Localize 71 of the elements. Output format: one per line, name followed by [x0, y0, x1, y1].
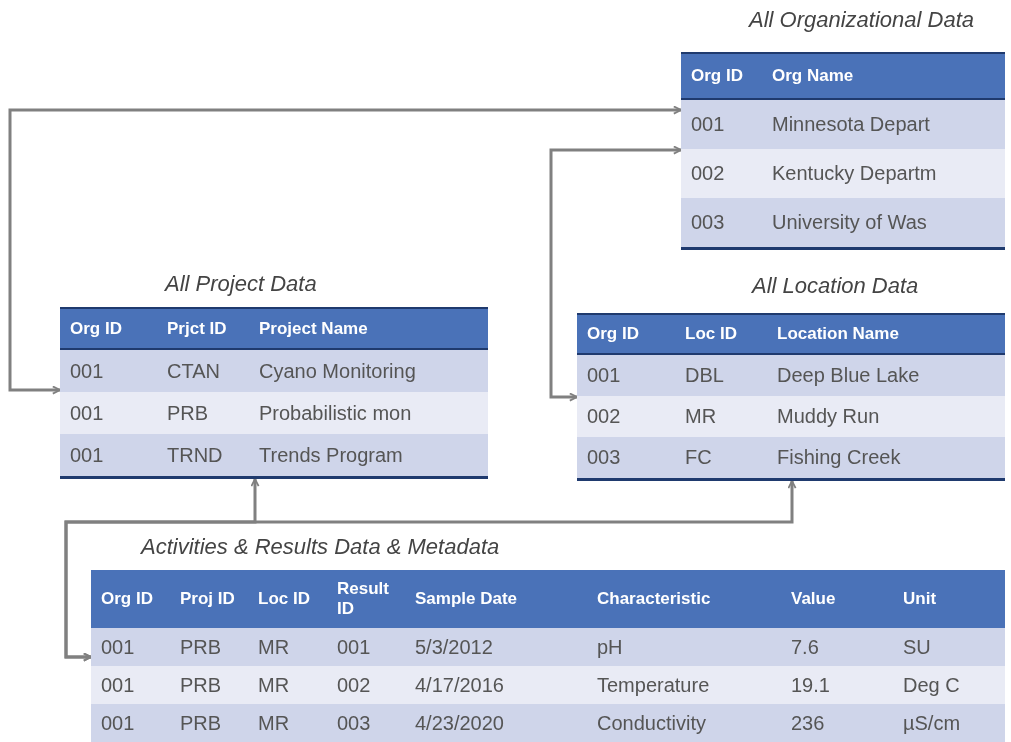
table-cell: FC	[675, 437, 767, 478]
table-cell: Trends Program	[249, 434, 488, 476]
table-cell: CTAN	[157, 350, 249, 392]
table-cell: 001	[577, 355, 675, 396]
table-cell: 7.6	[781, 628, 893, 666]
table-cell: MR	[248, 704, 327, 742]
column-header: Sample Date	[405, 570, 587, 628]
table-cell: PRB	[157, 392, 249, 434]
table-cell: 001	[91, 704, 170, 742]
column-header: Project Name	[249, 307, 488, 350]
table-cell: 5/3/2012	[405, 628, 587, 666]
table-title: All Organizational Data	[749, 7, 974, 33]
table-cell: PRB	[170, 704, 248, 742]
table-cell: 002	[681, 149, 762, 198]
column-header: Org ID	[681, 52, 762, 100]
table-cell: Kentucky Departm	[762, 149, 1005, 198]
table-cell: DBL	[675, 355, 767, 396]
table-cell: Muddy Run	[767, 396, 1005, 437]
table-cell: Temperature	[587, 666, 781, 704]
table-cell: 002	[577, 396, 675, 437]
table-cell: 4/23/2020	[405, 704, 587, 742]
table-cell: 19.1	[781, 666, 893, 704]
table-cell: University of Was	[762, 198, 1005, 247]
connector-arrow	[64, 480, 797, 662]
table-cell: µS/cm	[893, 704, 1005, 742]
table-cell: Probabilistic mon	[249, 392, 488, 434]
column-header: Proj ID	[170, 570, 248, 628]
column-header: Org Name	[762, 52, 1005, 100]
table-title: Activities & Results Data & Metadata	[141, 534, 500, 560]
table-cell: PRB	[170, 628, 248, 666]
table-cell: 001	[60, 392, 157, 434]
table-cell: 001	[91, 628, 170, 666]
column-header: Value	[781, 570, 893, 628]
table-cell: 002	[327, 666, 405, 704]
connector-arrow	[8, 105, 682, 395]
table-cell: 003	[681, 198, 762, 247]
table-cell: Fishing Creek	[767, 437, 1005, 478]
table-cell: Cyano Monitoring	[249, 350, 488, 392]
table-cell: MR	[248, 666, 327, 704]
table-cell: 4/17/2016	[405, 666, 587, 704]
table-cell: Conductivity	[587, 704, 781, 742]
table-cell: 001	[91, 666, 170, 704]
table-cell: 236	[781, 704, 893, 742]
table-cell: PRB	[170, 666, 248, 704]
table-cell: TRND	[157, 434, 249, 476]
table-cell: 001	[60, 350, 157, 392]
table-cell: SU	[893, 628, 1005, 666]
table-cell: 003	[327, 704, 405, 742]
column-header: Characteristic	[587, 570, 781, 628]
column-header: Location Name	[767, 313, 1005, 355]
table-cell: 001	[327, 628, 405, 666]
table-cell: Deep Blue Lake	[767, 355, 1005, 396]
table-cell: MR	[248, 628, 327, 666]
table-cell: Deg C	[893, 666, 1005, 704]
column-header: Prjct ID	[157, 307, 249, 350]
table-cell: MR	[675, 396, 767, 437]
connector-arrow	[549, 145, 682, 402]
table-cell: pH	[587, 628, 781, 666]
table-title: All Project Data	[165, 271, 317, 297]
column-header: Loc ID	[248, 570, 327, 628]
table-cell: 001	[681, 100, 762, 149]
column-header: Org ID	[577, 313, 675, 355]
column-header: Result ID	[327, 570, 405, 628]
table-cell: Minnesota Depart	[762, 100, 1005, 149]
column-header: Org ID	[60, 307, 157, 350]
table-cell: 003	[577, 437, 675, 478]
table-cell: 001	[60, 434, 157, 476]
column-header: Unit	[893, 570, 1005, 628]
table-title: All Location Data	[752, 273, 919, 299]
column-header: Loc ID	[675, 313, 767, 355]
column-header: Org ID	[91, 570, 170, 628]
